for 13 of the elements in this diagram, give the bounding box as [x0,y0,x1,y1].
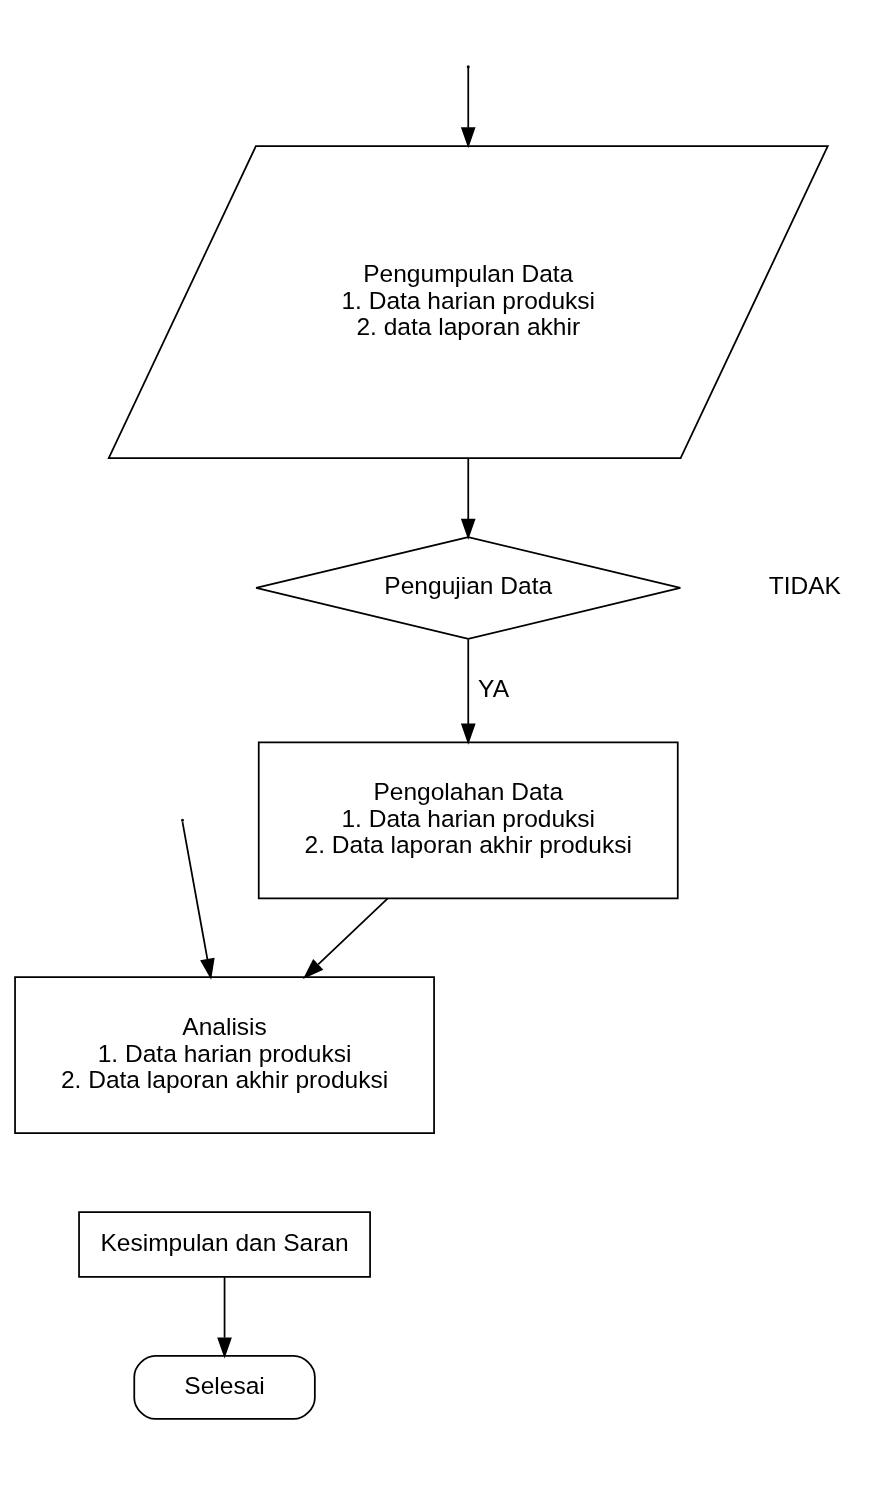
node-box: Pengolahan Data 1. Data harian produksi 2. Data laporan akhir produksi [257,741,679,900]
arrow [460,66,476,149]
arrow [181,821,215,980]
node-diamond: Pengujian Data [255,536,682,640]
arrow [460,457,476,540]
node-box: Kesimpulan dan Saran [78,1211,371,1278]
arrow [460,638,476,745]
node-box: Selesai [133,1355,316,1420]
arrow [303,897,389,979]
arrow [217,1276,232,1359]
label: TIDAK [768,572,841,600]
edge-label: YA [478,675,510,703]
node-box: Analisis 1. Data harian produksi 2. Data laporan akhir produksi [14,976,435,1135]
